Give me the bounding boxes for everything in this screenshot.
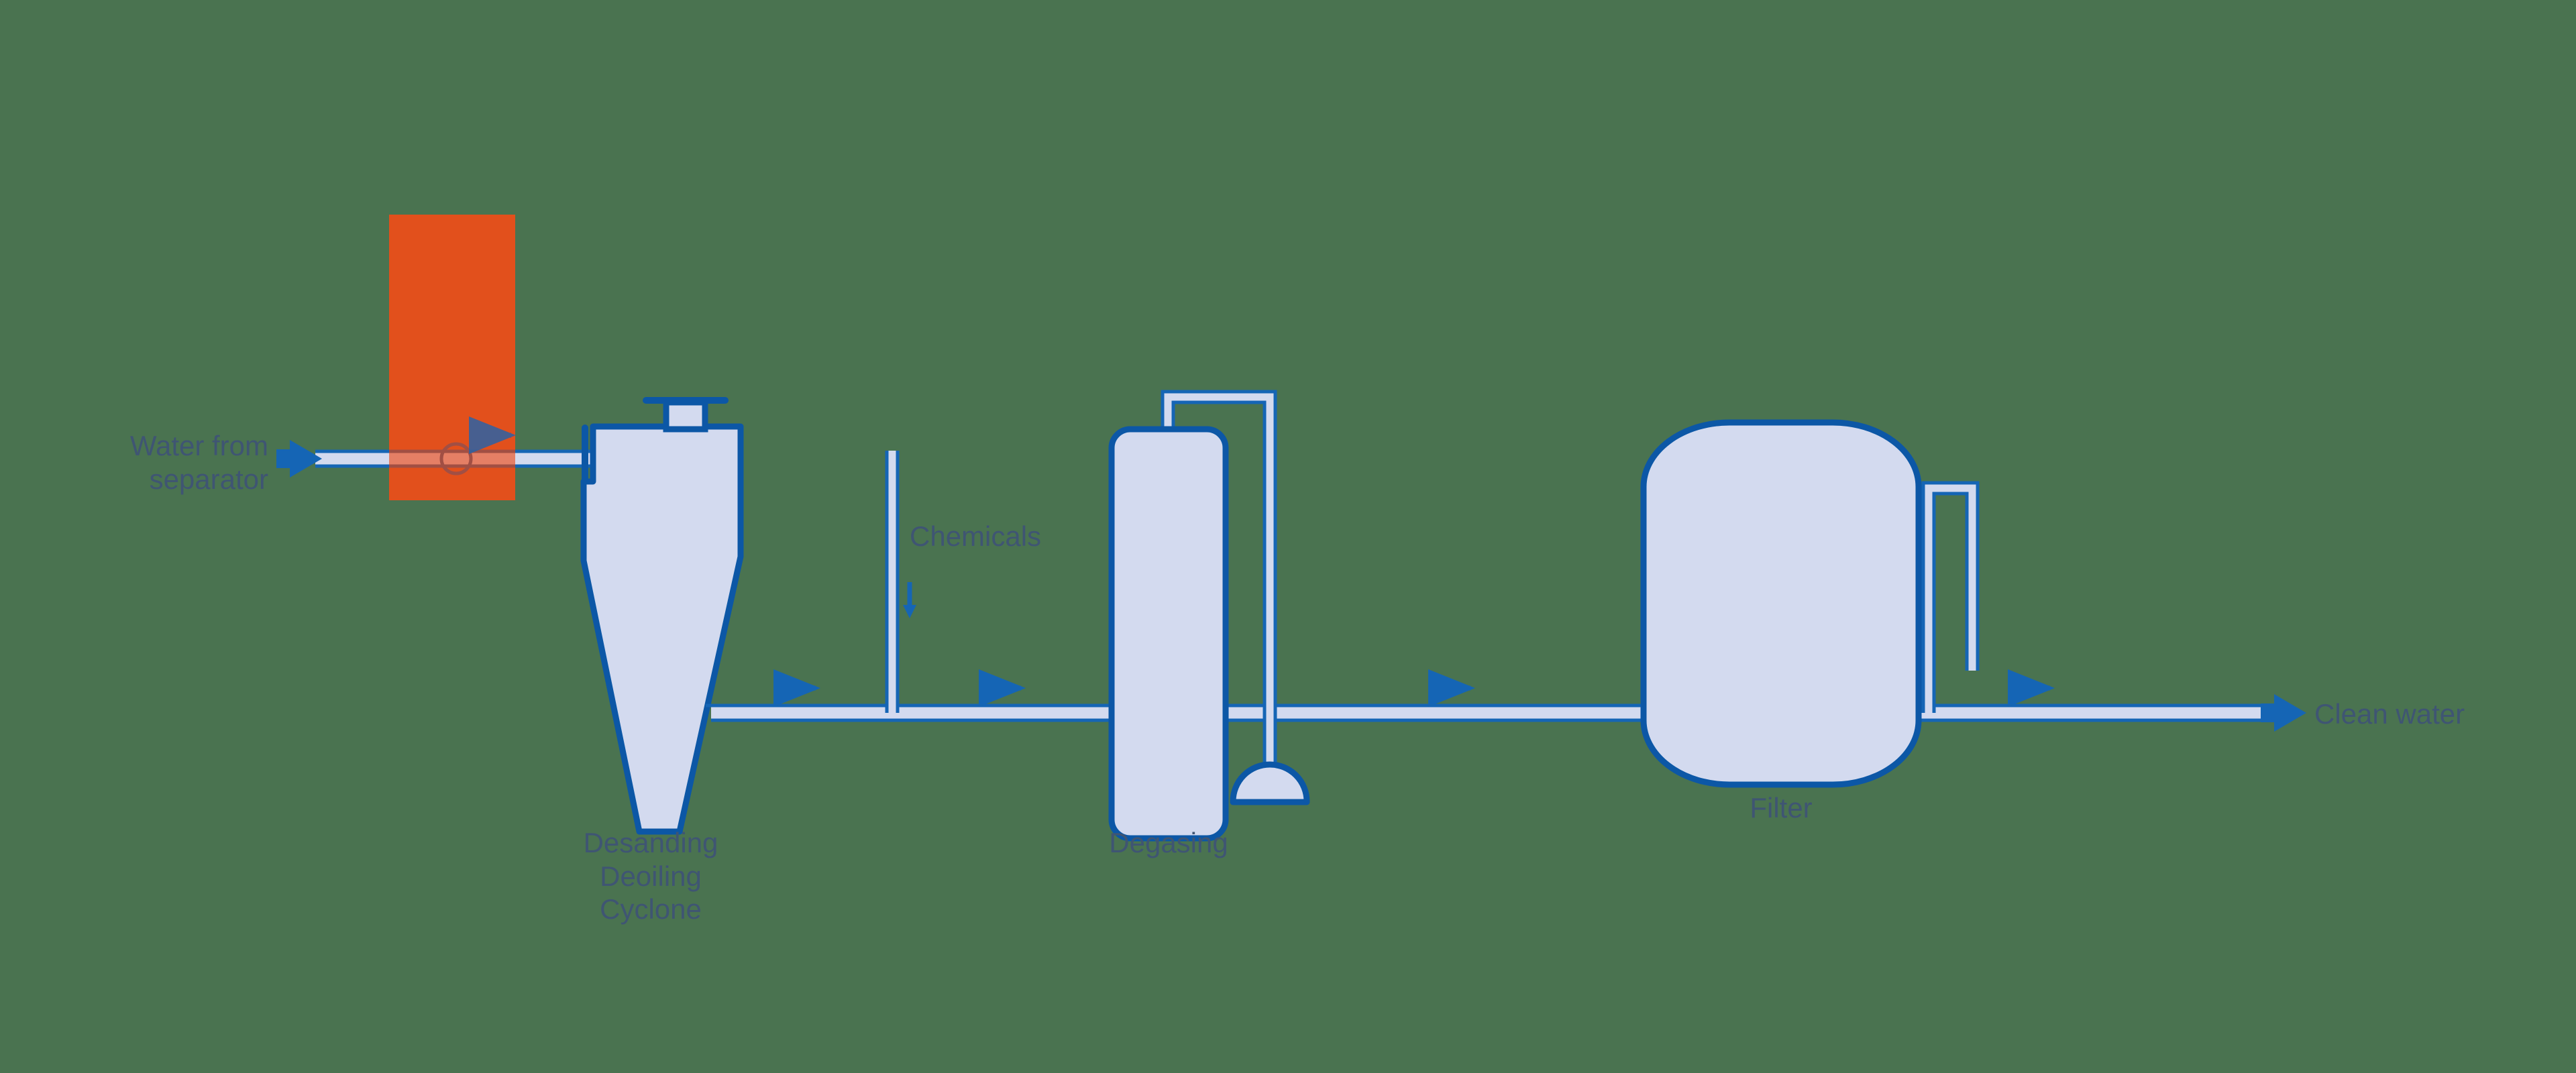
degas-pump-dome (1230, 761, 1310, 805)
equipment-degas-pump[interactable] (1230, 761, 1310, 805)
equipment-cyclone[interactable] (580, 397, 744, 835)
degasing-vessel-body (1108, 426, 1229, 842)
inlet-flow-arrow (276, 440, 322, 477)
outlet-flow-arrow (2261, 694, 2306, 732)
chemical-injection-line[interactable] (885, 451, 900, 713)
filter-side-pipe (1921, 481, 1980, 713)
chemicals-down-arrow (903, 582, 916, 618)
equipment-degasing[interactable] (1108, 390, 1277, 842)
pipe-network (315, 449, 2274, 722)
cyclone-vortex-finder (663, 399, 708, 433)
equipment-filter[interactable] (1640, 419, 1980, 788)
cyclone-body (580, 423, 744, 835)
filter-vessel-body (1640, 419, 1922, 788)
